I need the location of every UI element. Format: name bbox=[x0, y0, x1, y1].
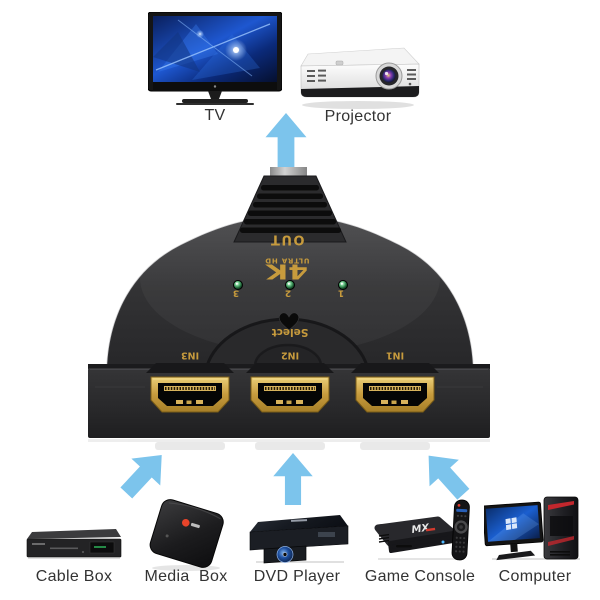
console-logo-text: MX bbox=[411, 522, 431, 536]
hdmi-port-in1 bbox=[355, 376, 435, 413]
arrow-up-console-icon bbox=[428, 455, 470, 500]
game-console-label: Game Console bbox=[364, 568, 476, 585]
cable-box-label: Cable Box bbox=[35, 568, 113, 585]
arrow-up-to-display-icon bbox=[265, 113, 307, 167]
led-indicator-3 bbox=[233, 280, 243, 290]
ultra-hd-label: ULTRA HD bbox=[264, 257, 309, 265]
led-3-number: 3 bbox=[233, 288, 239, 298]
console-box: MX bbox=[374, 516, 457, 553]
projector-image bbox=[300, 47, 420, 109]
media-box-image bbox=[149, 499, 224, 571]
cable-box-image bbox=[26, 529, 122, 559]
pc-monitor bbox=[484, 501, 544, 561]
arrow-up-dvd-icon bbox=[273, 453, 313, 505]
remote-control bbox=[451, 499, 470, 561]
port-label-in2: IN2 bbox=[281, 350, 299, 361]
pc-tower bbox=[543, 496, 579, 560]
out-port-label: OUT bbox=[270, 232, 305, 247]
port-label-in1: IN1 bbox=[386, 350, 404, 361]
dvd-player-label: DVD Player bbox=[253, 568, 341, 585]
strain-relief bbox=[233, 175, 347, 243]
dvd-player-image bbox=[249, 515, 349, 564]
select-button bbox=[278, 312, 300, 331]
game-console-image: MX bbox=[374, 499, 470, 561]
hdmi-switch-image: OUT ULTRA HD 4K 3 2 1 Select IN3 IN2 IN1 bbox=[88, 167, 490, 450]
tv-label: TV bbox=[204, 107, 226, 124]
led-indicator-2 bbox=[285, 280, 295, 290]
arrow-up-cable-box-icon bbox=[120, 454, 162, 499]
tv-image bbox=[148, 12, 282, 105]
computer-image bbox=[484, 496, 580, 561]
4k-logo-label: 4K bbox=[264, 260, 308, 284]
media-box-label: Media Box bbox=[144, 568, 228, 585]
led-1-number: 1 bbox=[338, 288, 344, 298]
computer-label: Computer bbox=[498, 568, 572, 585]
projector-label: Projector bbox=[324, 108, 392, 125]
hdmi-port-in2 bbox=[250, 376, 330, 413]
hdmi-port-in3 bbox=[150, 376, 230, 413]
led-indicator-1 bbox=[338, 280, 348, 290]
port-label-in3: IN3 bbox=[181, 350, 199, 361]
led-2-number: 2 bbox=[285, 288, 291, 298]
select-label: Select bbox=[272, 326, 309, 338]
